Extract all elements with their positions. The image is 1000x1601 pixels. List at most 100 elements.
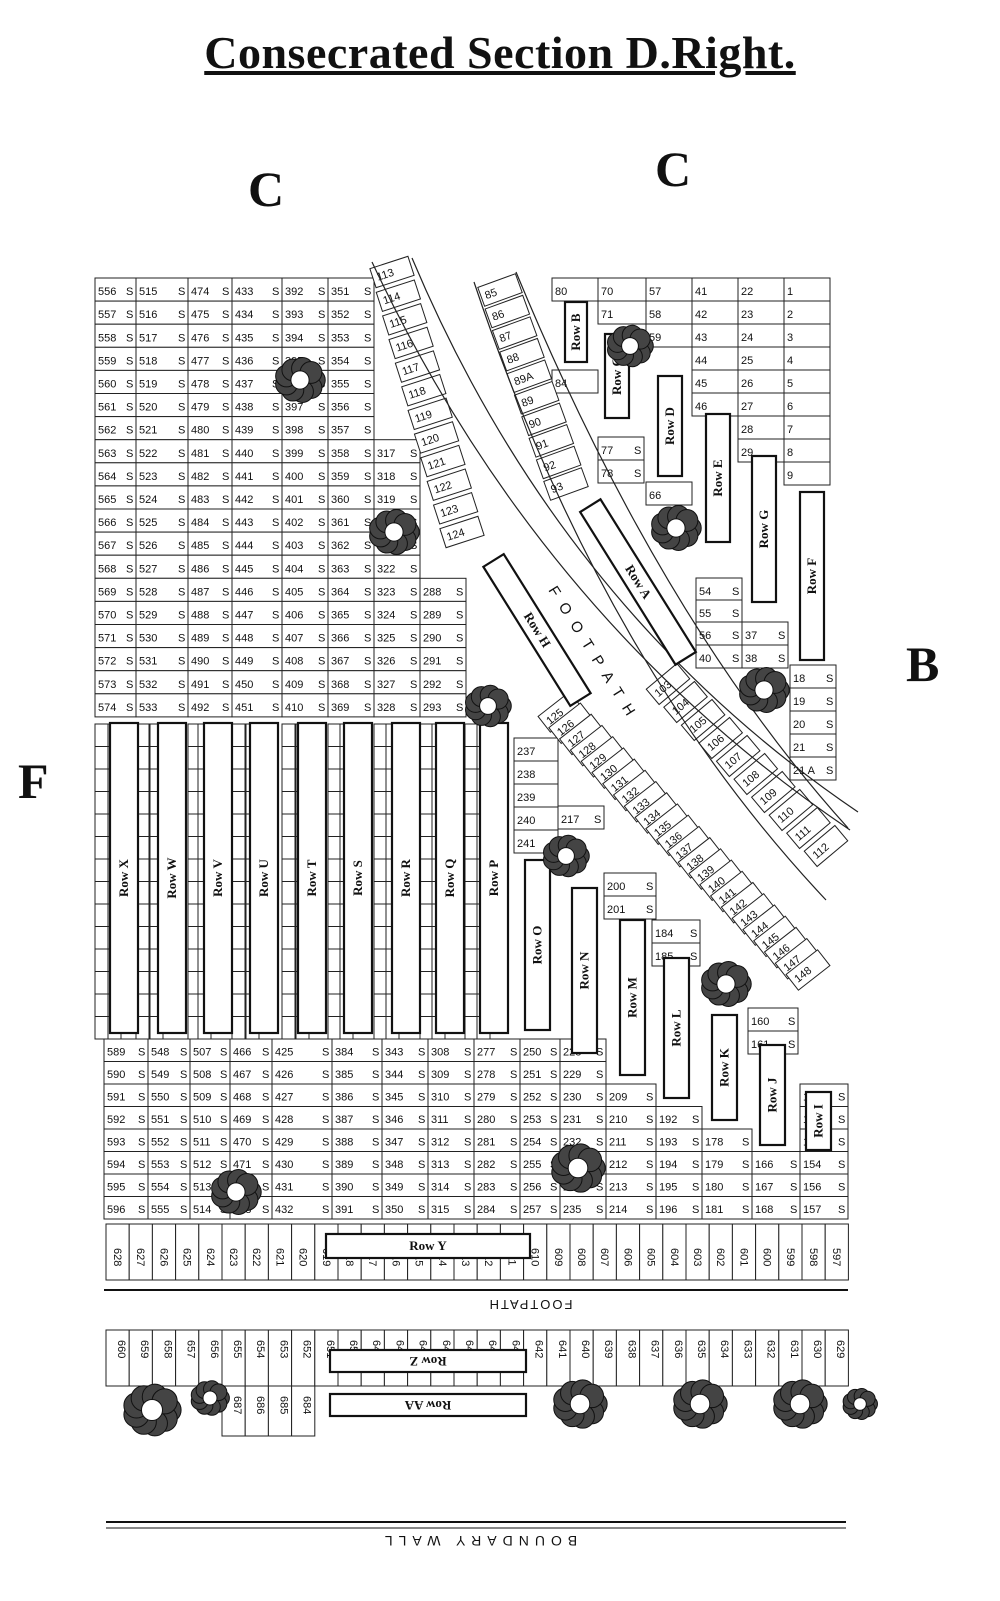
plot-outline: [231, 1016, 246, 1040]
plot-number: 596: [107, 1204, 125, 1216]
plot-number: 429: [275, 1137, 293, 1149]
grave-plot-rowz: 653: [267, 1329, 293, 1387]
arc-plot-inner: 119: [407, 397, 453, 431]
grave-plot: 239: [513, 783, 559, 808]
plot-number: 24: [741, 332, 753, 344]
plot-suffix: S: [838, 1204, 845, 1216]
plot-outline: [491, 316, 538, 350]
plot-number: 481: [191, 448, 209, 460]
plot-number: 597: [830, 1248, 842, 1266]
plot-suffix: S: [272, 286, 279, 298]
plot-suffix: S: [126, 540, 133, 552]
plot-number: 281: [477, 1137, 495, 1149]
tree-icon: [553, 1379, 608, 1429]
plot-number: 400: [285, 471, 303, 483]
plot-outline: [94, 791, 109, 815]
plot-number: 313: [431, 1159, 449, 1171]
plot-number: 241: [517, 838, 535, 850]
row-marker: Row J: [758, 1043, 787, 1147]
grave-plot-rowz: 632: [755, 1329, 780, 1387]
plot-number: 520: [139, 402, 157, 414]
plot-number: 397: [285, 402, 303, 414]
plot-number: 511: [193, 1137, 211, 1149]
plot-number: 652: [301, 1340, 313, 1358]
plot-suffix: S: [364, 332, 371, 344]
plot-number: 354: [331, 355, 349, 367]
plot-outline: [535, 445, 582, 480]
row-marker: Row G: [750, 454, 778, 604]
plot-suffix: S: [364, 286, 371, 298]
plot-outline: [768, 788, 814, 832]
tree-core: [621, 337, 639, 355]
plot-number: 655: [231, 1340, 243, 1358]
plot-number: 510: [193, 1114, 211, 1126]
plot-outline: [419, 1016, 434, 1040]
plot-suffix: S: [126, 563, 133, 575]
plot-suffix: S: [220, 1159, 227, 1171]
plot-suffix: S: [318, 286, 325, 298]
plot-suffix: S: [272, 309, 279, 321]
grave-plot-small: [327, 903, 342, 927]
plot-number: 350: [385, 1204, 403, 1216]
row-outline: [578, 497, 698, 667]
row-outline: [202, 721, 234, 1035]
plot-number: 550: [151, 1092, 169, 1104]
plot-outline: [543, 467, 589, 501]
plot-number: 482: [191, 471, 209, 483]
plot-suffix: S: [126, 425, 133, 437]
plot-number: 552: [151, 1137, 169, 1149]
plot-number: 633: [741, 1340, 753, 1358]
plot-number: 568: [98, 563, 116, 575]
plot-number: 230: [563, 1092, 581, 1104]
grave-plot-small: [94, 881, 109, 905]
plot-suffix: S: [364, 379, 371, 391]
grave-plot-small: [373, 836, 388, 860]
grave-plot: 24: [737, 323, 785, 348]
row-marker: Row S: [342, 721, 374, 1035]
grave-plot-small: [94, 791, 109, 815]
plot-suffix: S: [742, 1182, 749, 1194]
plot-outline: [528, 424, 575, 458]
grave-plot-small: [327, 1016, 342, 1040]
row-outline: [248, 721, 280, 1035]
grave-plot-small: [373, 791, 388, 815]
arc-plot-outer-lower: 110: [768, 788, 814, 832]
plot-suffix: S: [364, 471, 371, 483]
arc-plot-outer: 93: [543, 467, 589, 501]
plot-suffix: S: [510, 1204, 517, 1216]
plot-suffix: S: [732, 586, 739, 598]
plot-outline: [597, 459, 645, 484]
plot-suffix: S: [372, 1069, 379, 1081]
plot-number: 364: [331, 586, 349, 598]
row-marker: Row V: [202, 721, 234, 1035]
plot-outline: [231, 948, 246, 972]
plot-number: 448: [235, 633, 253, 645]
plot-suffix: S: [510, 1092, 517, 1104]
plot-number: 120: [420, 432, 441, 449]
grave-plot-rowz: 641: [546, 1329, 571, 1387]
plot-number: 389: [335, 1159, 353, 1171]
plot-number: 278: [477, 1069, 495, 1081]
